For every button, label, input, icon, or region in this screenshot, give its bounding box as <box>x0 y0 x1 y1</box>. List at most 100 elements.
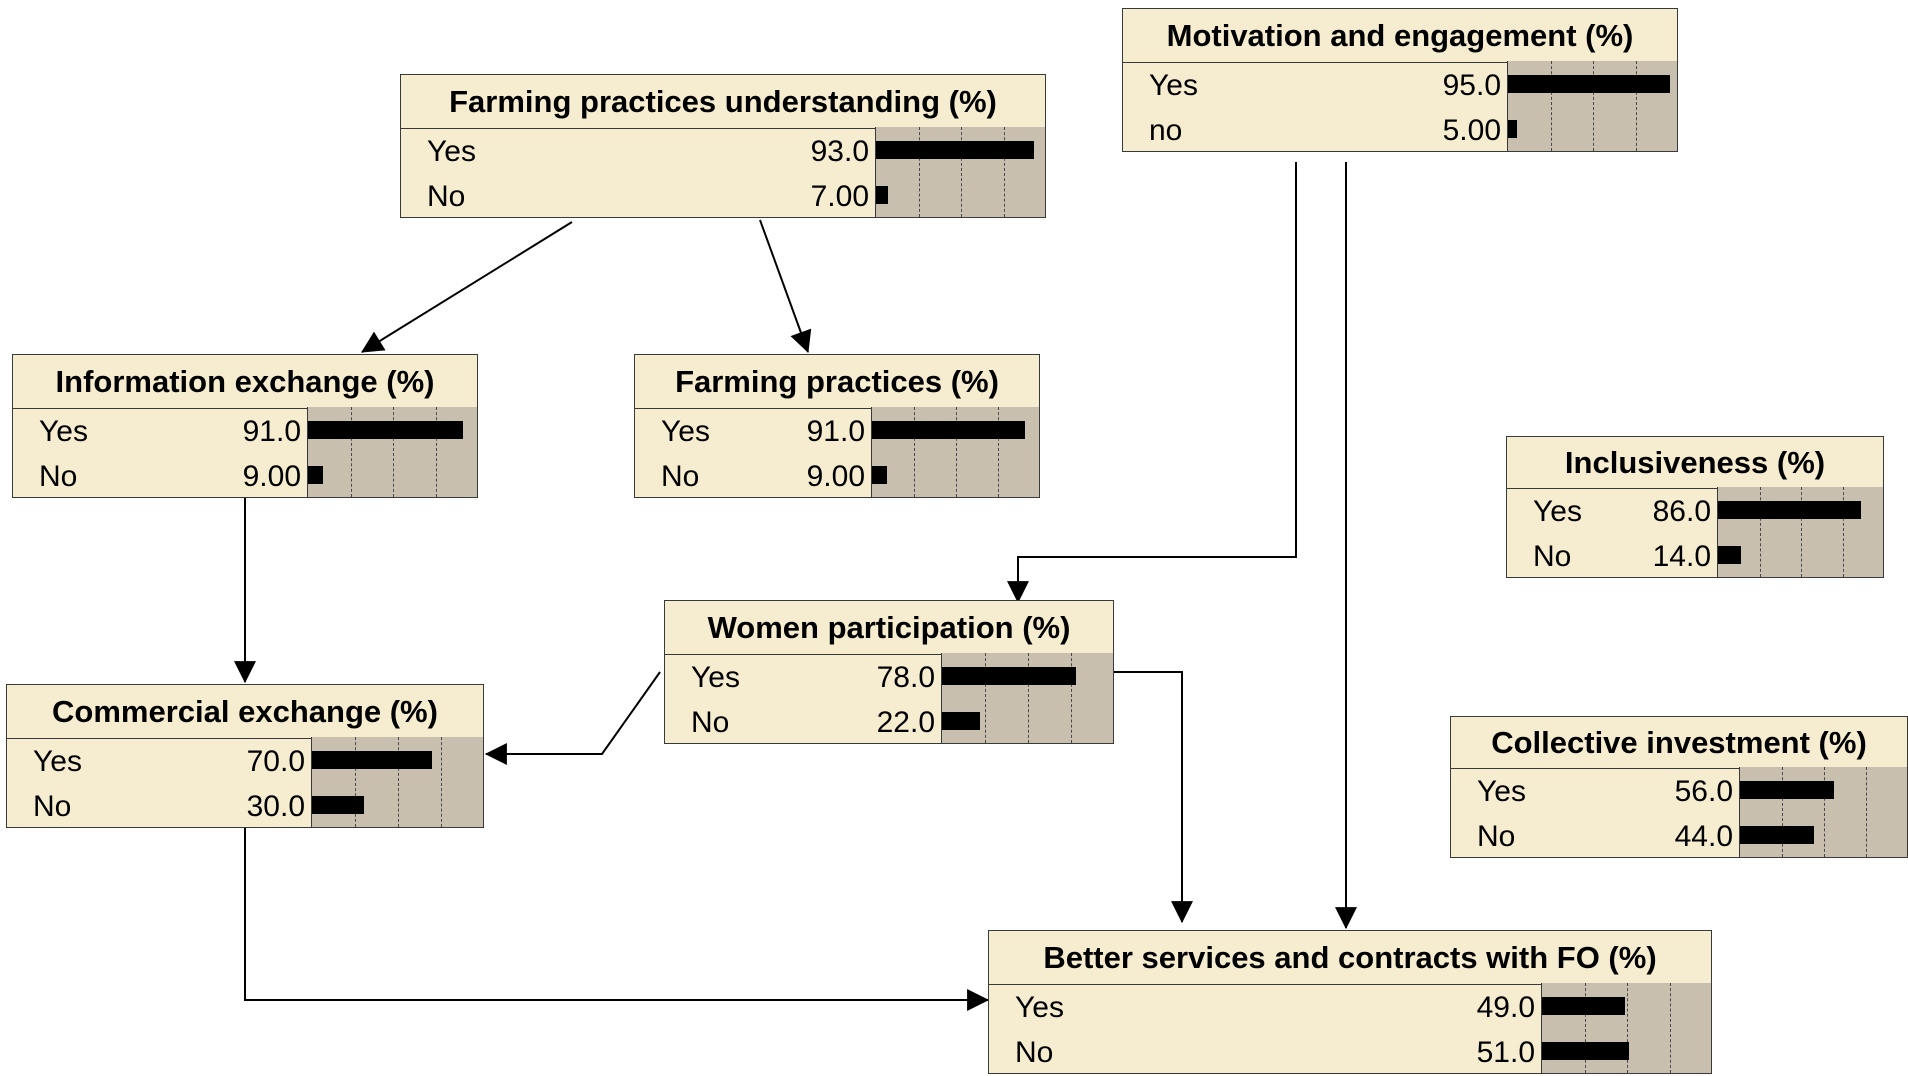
gridline <box>436 407 437 497</box>
state-label: Yes <box>1149 69 1198 102</box>
state-value: 95.0 <box>1442 69 1501 102</box>
node-title: Better services and contracts with FO (%… <box>989 931 1711 985</box>
belief-bar <box>872 465 887 484</box>
state-label: No <box>427 180 466 213</box>
edge-women-to-commercial-exchange <box>484 671 661 765</box>
gridline <box>1071 653 1072 743</box>
belief-bar <box>1740 825 1814 844</box>
state-value: 44.0 <box>1674 820 1733 853</box>
edge-motivation-to-women-participation <box>1007 162 1297 604</box>
gridline <box>998 407 999 497</box>
state-row: Yes 95.0 <box>1123 63 1509 108</box>
state-label: Yes <box>39 415 88 448</box>
state-value: 22.0 <box>876 706 935 739</box>
state-value: 30.0 <box>246 790 305 823</box>
state-label: Yes <box>1015 991 1064 1024</box>
state-value: 78.0 <box>876 661 935 694</box>
belief-bar-area <box>941 653 1113 743</box>
belief-bar-area <box>875 127 1045 217</box>
belief-bar <box>872 420 1025 439</box>
state-label: No <box>661 460 700 493</box>
gridline <box>355 737 356 827</box>
gridline <box>393 407 394 497</box>
belief-bar <box>312 795 364 814</box>
gridline <box>914 407 915 497</box>
state-value: 9.00 <box>806 460 865 493</box>
state-label: Yes <box>661 415 710 448</box>
belief-bar <box>1718 500 1861 519</box>
state-row: No 9.00 <box>13 454 309 499</box>
gridline <box>956 407 957 497</box>
state-label: No <box>39 460 78 493</box>
belief-bar <box>1718 545 1741 564</box>
node-title: Farming practices understanding (%) <box>401 75 1045 129</box>
state-value: 93.0 <box>810 135 869 168</box>
gridline <box>398 737 399 827</box>
node-title: Motivation and engagement (%) <box>1123 9 1677 63</box>
node-farming-practices-understanding[interactable]: Farming practices understanding (%) Yes 93… <box>400 74 1046 218</box>
state-row: No 44.0 <box>1451 814 1741 859</box>
belief-bar-area <box>871 407 1039 497</box>
state-label: No <box>691 706 730 739</box>
belief-bar-area <box>307 407 477 497</box>
state-row: No 22.0 <box>665 700 943 745</box>
belief-bar <box>1508 74 1670 93</box>
state-value: 86.0 <box>1652 495 1711 528</box>
state-row: Yes 91.0 <box>635 409 873 454</box>
gridline <box>1593 61 1594 151</box>
gridline <box>1843 487 1844 577</box>
state-label: no <box>1149 114 1183 147</box>
state-label: Yes <box>1533 495 1582 528</box>
belief-bar-area <box>1717 487 1883 577</box>
belief-bar <box>876 185 888 204</box>
belief-bar <box>312 750 432 769</box>
gridline <box>1760 487 1761 577</box>
state-value: 9.00 <box>242 460 301 493</box>
gridline <box>985 653 986 743</box>
state-row: Yes 78.0 <box>665 655 943 700</box>
gridline <box>1004 127 1005 217</box>
edge-fpu-to-farming-practices <box>759 219 812 354</box>
gridline <box>441 737 442 827</box>
belief-bar-area <box>1541 983 1711 1073</box>
belief-bar <box>876 140 1034 159</box>
state-row: Yes 93.0 <box>401 129 877 174</box>
belief-bar <box>942 711 980 730</box>
belief-bar <box>1508 119 1517 138</box>
gridline <box>919 127 920 217</box>
state-label: Yes <box>691 661 740 694</box>
gridline <box>1028 653 1029 743</box>
state-label: Yes <box>427 135 476 168</box>
node-title: Commercial exchange (%) <box>7 685 483 739</box>
gridline <box>1551 61 1552 151</box>
edge-fpu-to-information-exchange <box>361 221 573 353</box>
state-value: 7.00 <box>810 180 869 213</box>
node-title: Farming practices (%) <box>635 355 1039 409</box>
state-label: Yes <box>1477 775 1526 808</box>
state-value: 51.0 <box>1476 1036 1535 1069</box>
node-better-services-and-contracts[interactable]: Better services and contracts with FO (%… <box>988 930 1712 1074</box>
gridline <box>1824 767 1825 857</box>
gridline <box>1782 767 1783 857</box>
state-label: No <box>1477 820 1516 853</box>
state-label: Yes <box>33 745 82 778</box>
state-value: 91.0 <box>806 415 865 448</box>
belief-bar <box>1740 780 1834 799</box>
gridline <box>1585 983 1586 1073</box>
belief-bar <box>308 465 323 484</box>
edge-commercial-to-better-services <box>244 828 990 1011</box>
